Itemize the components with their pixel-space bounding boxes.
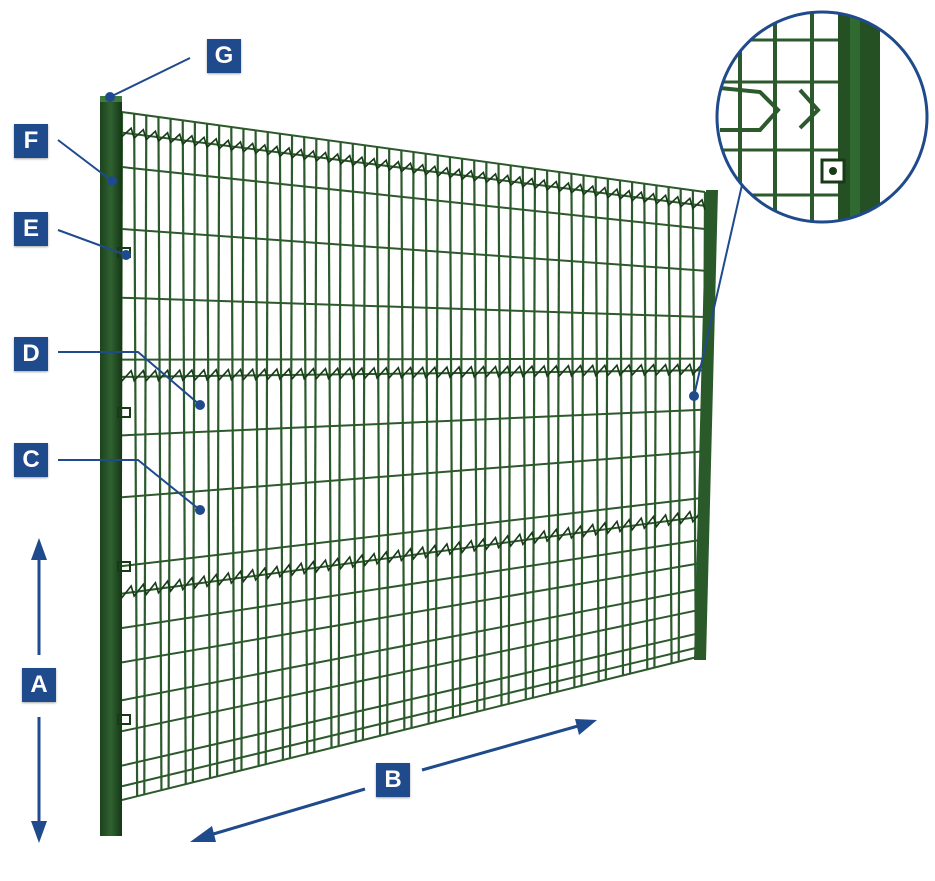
label-b: B	[376, 763, 410, 797]
label-f: F	[14, 124, 48, 158]
leader-e	[57, 229, 127, 256]
double-vertical-arrow-icon	[31, 538, 47, 843]
dot-d	[195, 400, 205, 410]
label-g: G	[207, 39, 241, 73]
right-post	[694, 190, 718, 660]
leader-dots	[105, 92, 699, 515]
dot-e	[121, 250, 131, 260]
label-e: E	[14, 212, 48, 246]
dot-c	[195, 505, 205, 515]
dot-f	[107, 176, 117, 186]
leader-c	[58, 459, 201, 511]
leader-lines	[57, 57, 201, 511]
label-d: D	[14, 337, 48, 371]
label-c: C	[14, 443, 48, 477]
dot-detail	[689, 391, 699, 401]
detail-magnifier	[693, 10, 929, 397]
leader-g	[109, 57, 191, 98]
fence-mesh-panel	[118, 111, 707, 801]
leader-d	[58, 351, 201, 406]
label-a: A	[22, 668, 56, 702]
double-diagonal-arrow-icon	[190, 719, 597, 842]
leader-f	[57, 139, 113, 182]
dot-g	[105, 92, 115, 102]
